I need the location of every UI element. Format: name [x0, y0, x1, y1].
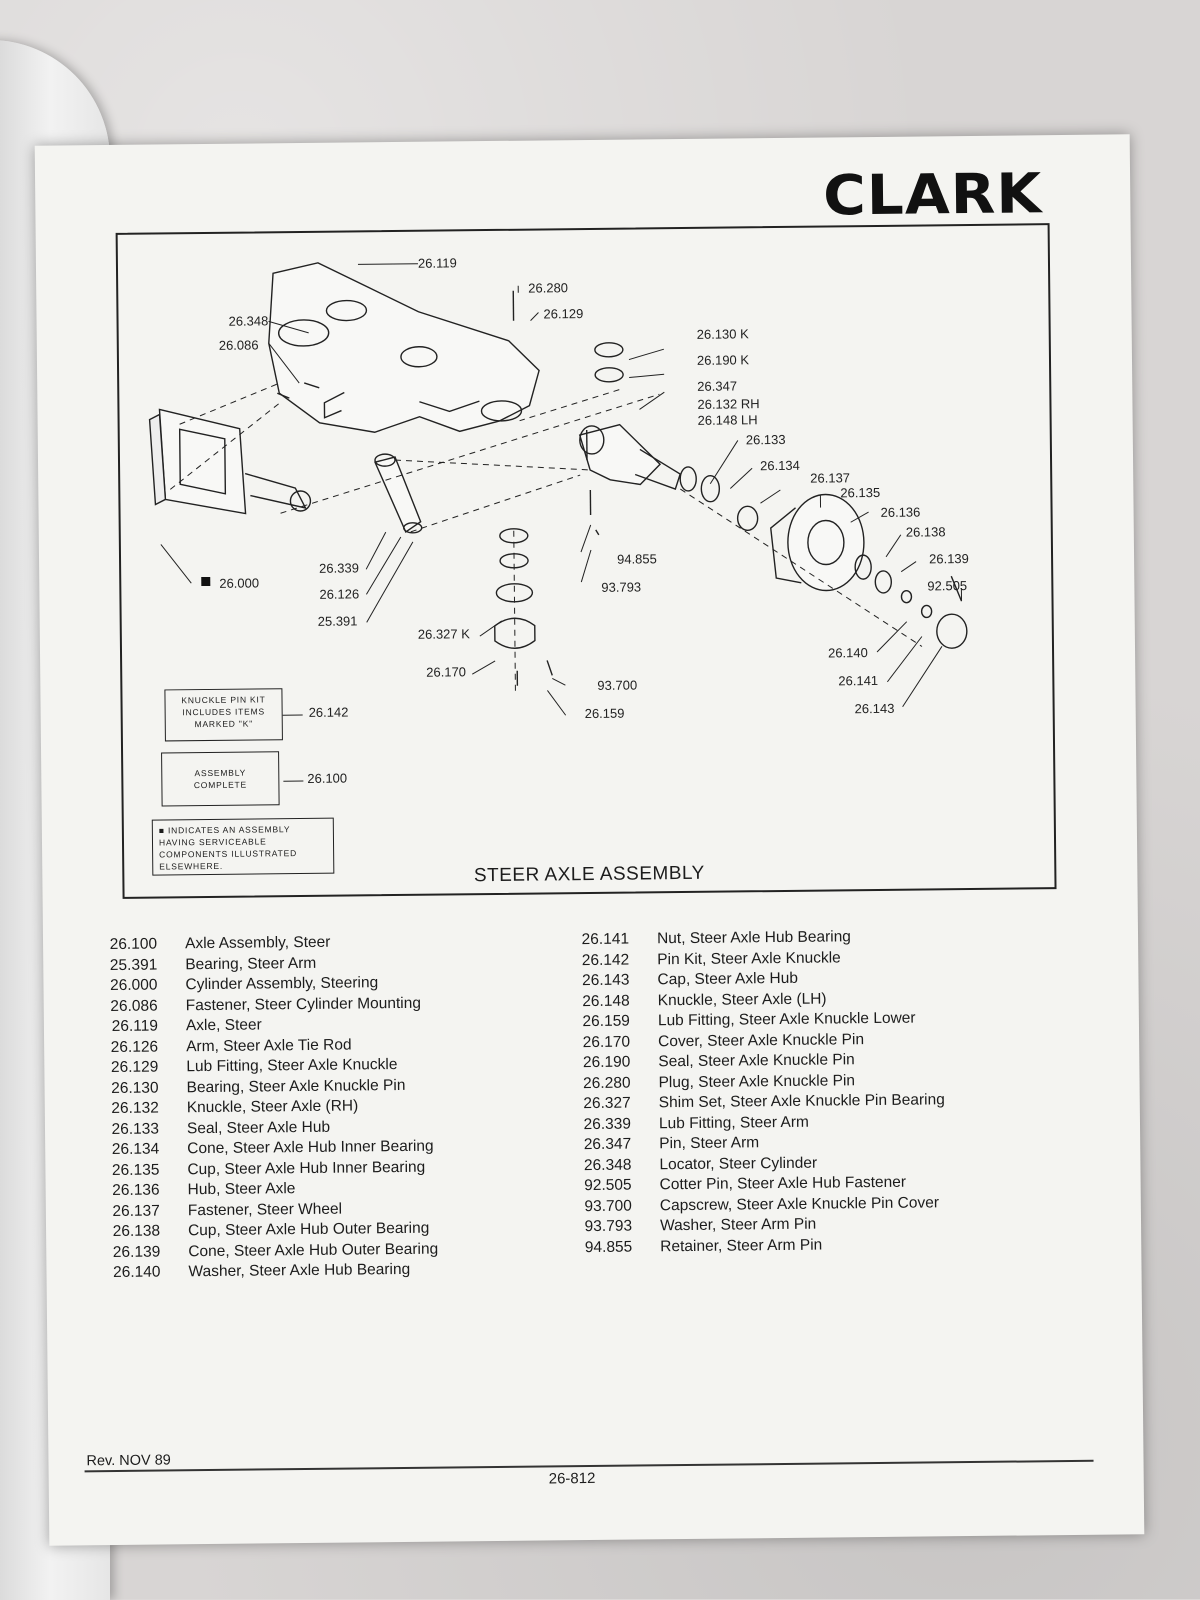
callout-26126: 26.126 — [319, 586, 360, 602]
brand-logo: CLARK — [822, 160, 1043, 228]
callout-26129: 26.129 — [543, 306, 584, 322]
revision-label: Rev. NOV 89 — [86, 1452, 171, 1470]
callout-26159: 26.159 — [584, 705, 625, 722]
callout-26142: 26.142 — [308, 704, 349, 720]
callout-26143: 26.143 — [854, 700, 895, 717]
callout-26141: 26.141 — [838, 672, 879, 689]
callout-26119: 26.119 — [417, 255, 457, 271]
callout-94855: 94.855 — [616, 551, 657, 567]
callout-93793: 93.793 — [601, 579, 642, 595]
callout-26347: 26.347 — [697, 378, 738, 394]
callout-26133: 26.133 — [745, 431, 786, 448]
page-number: 26-812 — [548, 1469, 596, 1488]
callout-26132: 26.132 RH — [697, 396, 760, 412]
callout-26134: 26.134 — [760, 457, 800, 474]
exploded-diagram: 26.119 26.280 26.129 26.348 26.086 26.13… — [115, 223, 1057, 899]
assembly-complete-note: ASSEMBLY COMPLETE — [161, 751, 280, 807]
callout-26170: 26.170 — [426, 664, 467, 680]
callout-93700: 93.700 — [597, 677, 638, 693]
diagram-artwork — [148, 262, 968, 782]
callout-26000: 26.000 — [219, 575, 260, 591]
callout-26137: 26.137 — [810, 470, 851, 486]
callout-26327: 26.327 K — [417, 626, 470, 642]
callout-26280: 26.280 — [528, 280, 569, 296]
callout-92505: 92.505 — [927, 578, 968, 594]
knuckle-pin-kit-note: KNUCKLE PIN KIT INCLUDES ITEMS MARKED "K… — [164, 688, 283, 742]
callout-26130: 26.130 K — [696, 326, 749, 342]
manual-page: CLARK — [34, 134, 1145, 1546]
callout-26348: 26.348 — [228, 313, 269, 329]
callout-26339: 26.339 — [319, 560, 359, 576]
callout-26139: 26.139 — [928, 551, 969, 567]
callout-26138: 26.138 — [905, 524, 946, 540]
callout-26100: 26.100 — [307, 770, 348, 786]
callout-26140: 26.140 — [827, 645, 868, 661]
callout-26135: 26.135 — [840, 484, 881, 501]
callout-26136: 26.136 — [880, 504, 921, 520]
callout-26190: 26.190 K — [696, 352, 750, 368]
callout-26086: 26.086 — [218, 337, 259, 353]
callout-26148: 26.148 LH — [697, 412, 758, 428]
callout-25391: 25.391 — [317, 613, 358, 629]
